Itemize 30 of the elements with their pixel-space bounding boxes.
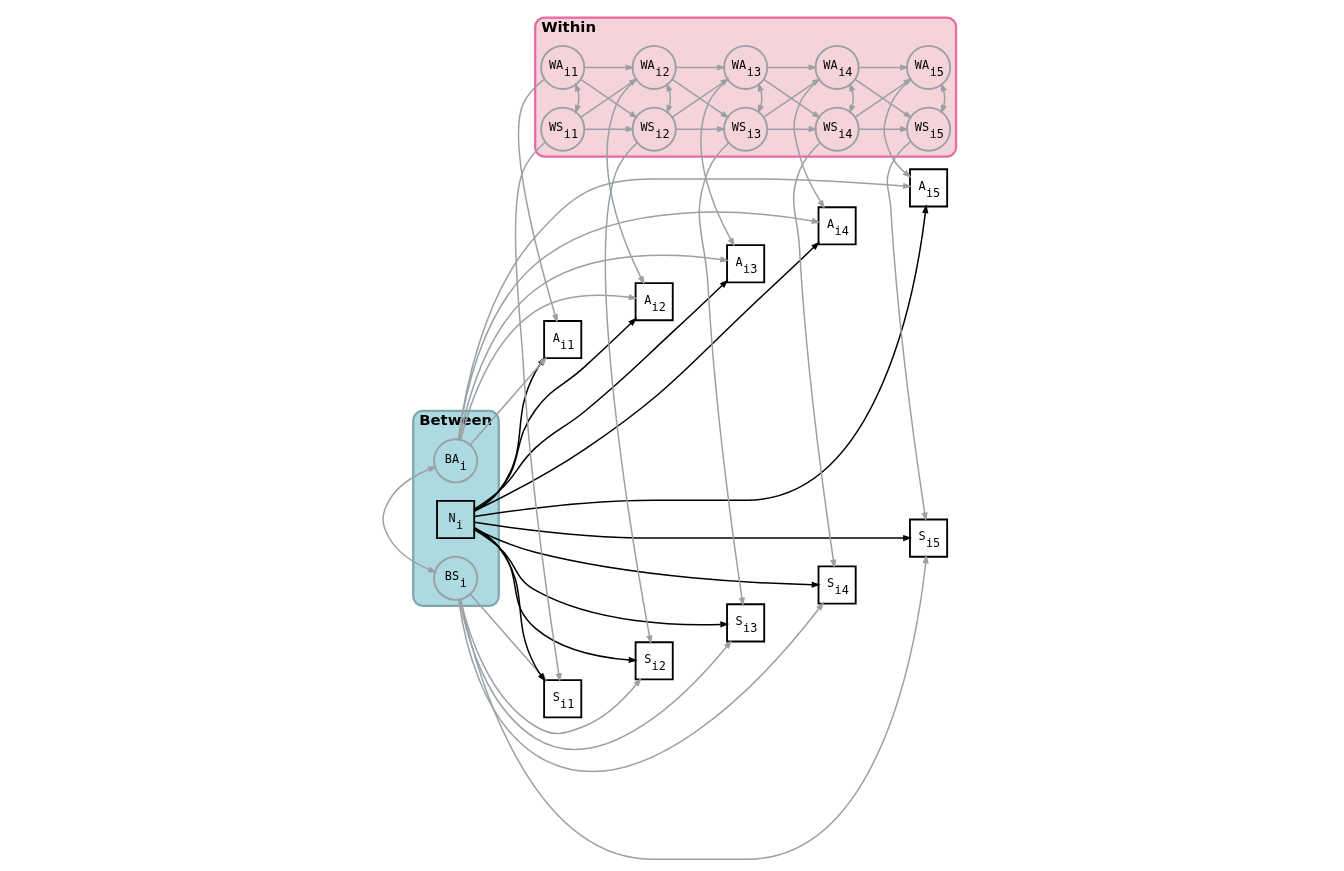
arrow: [583, 126, 635, 133]
arrow: [473, 528, 821, 588]
arrow: [473, 204, 928, 518]
arrow: [473, 317, 637, 512]
arrow: [604, 142, 652, 645]
arrow: [459, 294, 638, 441]
arrow: [458, 254, 729, 441]
arrow: [766, 126, 818, 133]
arrow: [674, 126, 726, 133]
arrow: [517, 78, 558, 324]
arrow: [674, 64, 726, 71]
arrow: [665, 82, 672, 114]
arrow: [473, 241, 820, 512]
arrow: [698, 142, 745, 607]
arrow: [857, 126, 909, 133]
arrow: [473, 521, 912, 542]
arrow: [473, 528, 729, 628]
arrow: [458, 598, 732, 751]
arrow: [457, 211, 821, 441]
arrow: [857, 64, 909, 71]
arrow: [766, 64, 818, 71]
arrow: [457, 599, 824, 773]
arrow: [457, 178, 912, 441]
arrow: [459, 554, 929, 861]
arrow: [583, 64, 635, 71]
arrow: [886, 140, 928, 522]
arrow: [473, 279, 728, 510]
arrow: [848, 82, 855, 114]
arrow: [792, 142, 836, 569]
arrow: [381, 466, 437, 573]
